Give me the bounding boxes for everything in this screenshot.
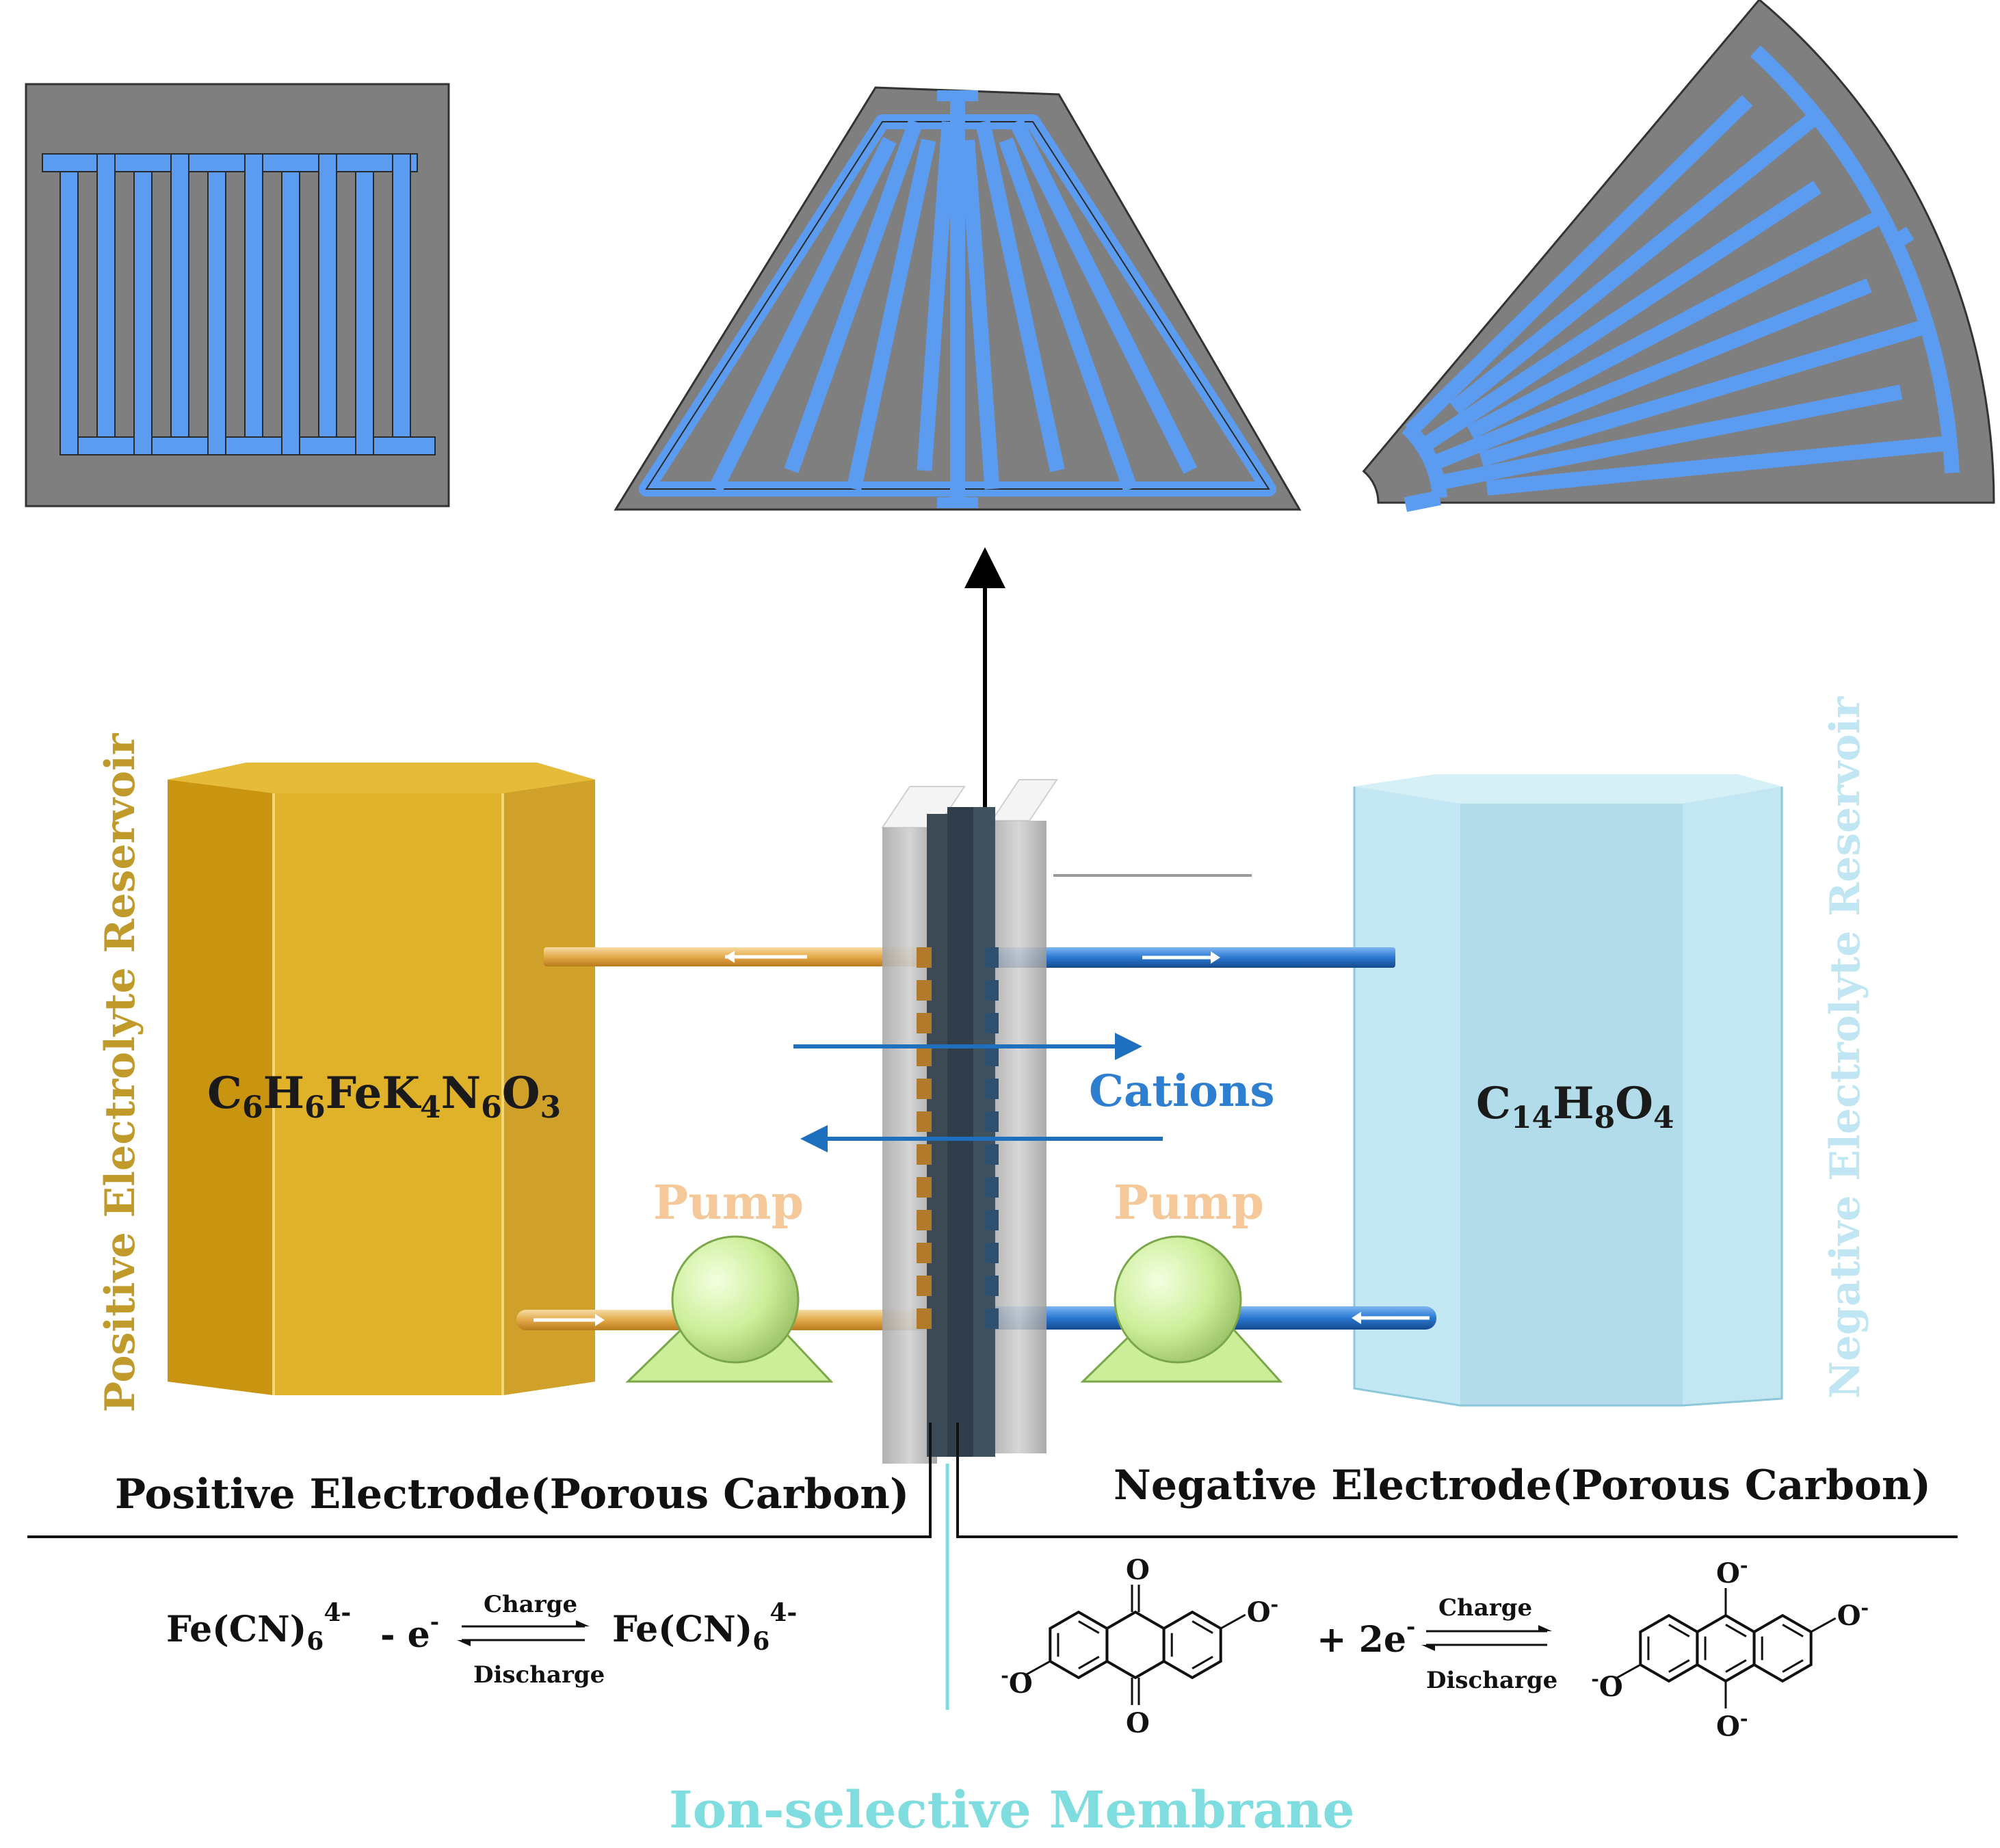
anthraquinone-structure: O O O- -O bbox=[1001, 1554, 1278, 1739]
svg-text:O-: O- bbox=[1716, 1554, 1748, 1589]
left-discharge-label: Discharge bbox=[473, 1661, 605, 1689]
left-pump-icon bbox=[625, 1235, 834, 1383]
positive-reservoir-label: Positive Electrolyte Reservoir bbox=[96, 732, 144, 1412]
positive-electrolyte-formula: C6H6FeK4N6O3 bbox=[207, 1068, 561, 1125]
positive-half-reaction: Fe(CN)64- - e- Fe(CN)64- Charge Discharg… bbox=[166, 1591, 797, 1689]
svg-text:O-: O- bbox=[1716, 1707, 1748, 1743]
svg-text:O: O bbox=[1126, 1554, 1150, 1586]
negative-half-reaction: + 2e- Charge Discharge bbox=[1317, 1594, 1557, 1694]
svg-text:O-: O- bbox=[1837, 1596, 1869, 1632]
right-charge-label: Charge bbox=[1438, 1594, 1532, 1622]
left-product: Fe(CN)64- bbox=[612, 1598, 797, 1656]
svg-text:O-: O- bbox=[1247, 1593, 1278, 1628]
right-discharge-label: Discharge bbox=[1426, 1667, 1557, 1694]
positive-reservoir-tank bbox=[168, 763, 595, 1395]
positive-section-divider bbox=[27, 1423, 932, 1538]
anthrahydroquinone-structure: O- O- O- -O bbox=[1591, 1554, 1869, 1743]
right-pump-icon bbox=[1080, 1235, 1283, 1383]
negative-reservoir-tank bbox=[1353, 774, 1783, 1407]
negative-electrolyte-formula: C14H8O4 bbox=[1476, 1078, 1674, 1135]
left-reactant: Fe(CN)64- bbox=[166, 1598, 351, 1656]
negative-electrode-label: Negative Electrode(Porous Carbon) bbox=[1114, 1462, 1931, 1509]
right-electron-term: + 2e- bbox=[1317, 1613, 1415, 1661]
left-electron-term: - e- bbox=[380, 1609, 439, 1656]
left-charge-label: Charge bbox=[484, 1591, 577, 1618]
sector-flow-field-icon bbox=[1362, 0, 1995, 512]
svg-text:-O: -O bbox=[1591, 1667, 1622, 1703]
trapezoid-flow-field-icon bbox=[614, 86, 1302, 511]
right-pump-label: Pump bbox=[1114, 1176, 1264, 1230]
negative-reservoir-label: Negative Electrolyte Reservoir bbox=[1821, 696, 1869, 1399]
positive-electrode-label: Positive Electrode(Porous Carbon) bbox=[115, 1470, 909, 1518]
interdigitated-flow-field-icon bbox=[25, 83, 450, 507]
svg-text:O: O bbox=[1126, 1707, 1150, 1739]
negative-section-divider bbox=[956, 1423, 1958, 1538]
cations-label: Cations bbox=[1089, 1066, 1275, 1117]
left-pump-label: Pump bbox=[653, 1176, 804, 1230]
membrane-label: Ion-selective Membrane bbox=[669, 1781, 1354, 1840]
svg-text:-O: -O bbox=[1001, 1664, 1032, 1700]
